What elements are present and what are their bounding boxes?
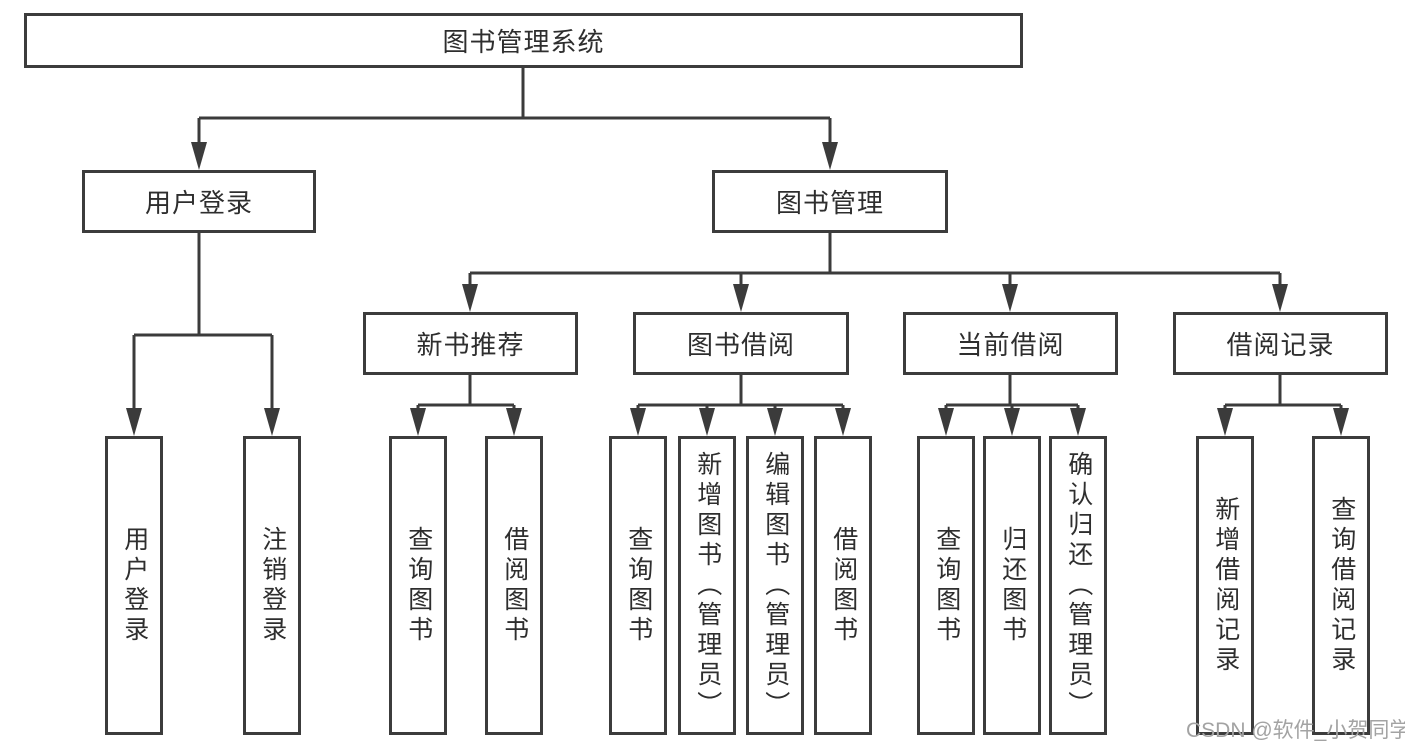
leaf-confirm-return-admin: 确认归还（管理员）: [1049, 436, 1107, 735]
leaf-borrow-books: 借阅图书: [814, 436, 872, 735]
node-book-borrow: 图书借阅: [633, 312, 849, 375]
node-borrow-records-label: 借阅记录: [1226, 330, 1335, 360]
leaf-logout: 注销登录: [243, 436, 301, 735]
node-book-borrow-label: 图书借阅: [686, 330, 795, 360]
node-book-management: 图书管理: [712, 170, 948, 233]
node-user-login: 用户登录: [82, 170, 316, 233]
leaf-edit-books-admin: 编辑图书（管理员）: [746, 436, 804, 735]
leaf-query-borrow-record: 查询借阅记录: [1312, 436, 1370, 735]
node-current-borrow: 当前借阅: [903, 312, 1118, 375]
node-new-book-recommend: 新书推荐: [363, 312, 578, 375]
node-root-label: 图书管理系统: [442, 27, 605, 57]
csdn-watermark: CSDN @软件_小贺同学: [1186, 719, 1405, 742]
node-root: 图书管理系统: [24, 13, 1023, 68]
leaf-borrow-books-recommend: 借阅图书: [485, 436, 543, 735]
node-new-book-recommend-label: 新书推荐: [416, 330, 525, 360]
leaf-add-borrow-record: 新增借阅记录: [1196, 436, 1254, 735]
leaf-query-books-recommend: 查询图书: [389, 436, 447, 735]
node-current-borrow-label: 当前借阅: [956, 330, 1065, 360]
leaf-query-books-borrow: 查询图书: [609, 436, 667, 735]
node-borrow-records: 借阅记录: [1173, 312, 1388, 375]
leaf-add-books-admin: 新增图书（管理员）: [678, 436, 736, 735]
leaf-user-login: 用户登录: [105, 436, 163, 735]
node-user-login-label: 用户登录: [144, 188, 253, 218]
node-book-management-label: 图书管理: [775, 188, 884, 218]
leaf-return-books: 归还图书: [983, 436, 1041, 735]
leaf-query-books-current: 查询图书: [917, 436, 975, 735]
